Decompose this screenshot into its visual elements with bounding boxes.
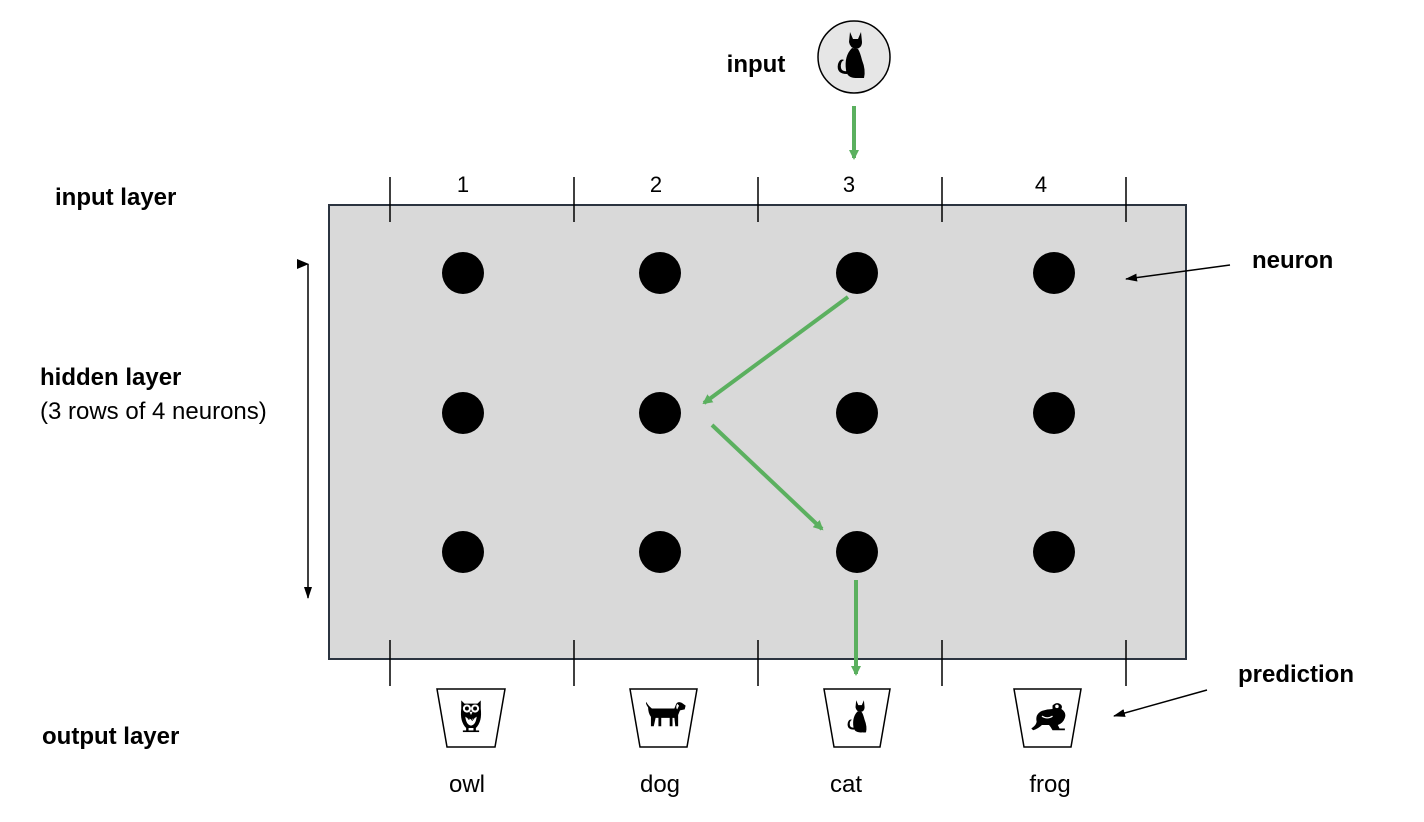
output-class-label: frog (1029, 771, 1070, 798)
column-number: 4 (1035, 172, 1047, 197)
input-layer-ticks (389, 177, 1127, 222)
input-node (817, 20, 891, 94)
neuron (836, 531, 878, 573)
output-class-label: dog (640, 771, 680, 798)
output-class-label: owl (449, 771, 485, 798)
column-number: 1 (457, 172, 469, 197)
neuron (836, 252, 878, 294)
neuron-grid (442, 252, 1075, 573)
neuron (639, 252, 681, 294)
output-layer-label: output layer (42, 723, 179, 750)
output-bucket (823, 688, 891, 748)
input-label: input (727, 51, 786, 78)
hidden-layer-sublabel: (3 rows of 4 neurons) (40, 398, 267, 425)
input-layer-label: input layer (55, 184, 176, 211)
neuron (639, 392, 681, 434)
neuron (836, 392, 878, 434)
neuron-pointer-arrow (1125, 264, 1231, 282)
neuron (1033, 531, 1075, 573)
hidden-layer-label: hidden layer (40, 364, 181, 391)
column-number: 2 (650, 172, 662, 197)
prediction-label: prediction (1238, 661, 1354, 688)
neuron (1033, 252, 1075, 294)
neuron-label: neuron (1252, 247, 1333, 274)
column-number: 3 (843, 172, 855, 197)
activation-path (702, 106, 861, 676)
output-layer-ticks (389, 640, 1127, 686)
activation-arrow (710, 423, 824, 531)
output-bucket (436, 688, 506, 748)
output-bucket (629, 688, 698, 748)
bucket-shape (629, 688, 698, 748)
neuron (1033, 392, 1075, 434)
neuron (442, 392, 484, 434)
neuron (442, 531, 484, 573)
neuron (442, 252, 484, 294)
output-class-label: cat (830, 771, 862, 798)
activation-arrow (702, 295, 850, 405)
output-bucket (1013, 688, 1082, 748)
neuron (639, 531, 681, 573)
prediction-pointer-arrow (1113, 689, 1208, 717)
